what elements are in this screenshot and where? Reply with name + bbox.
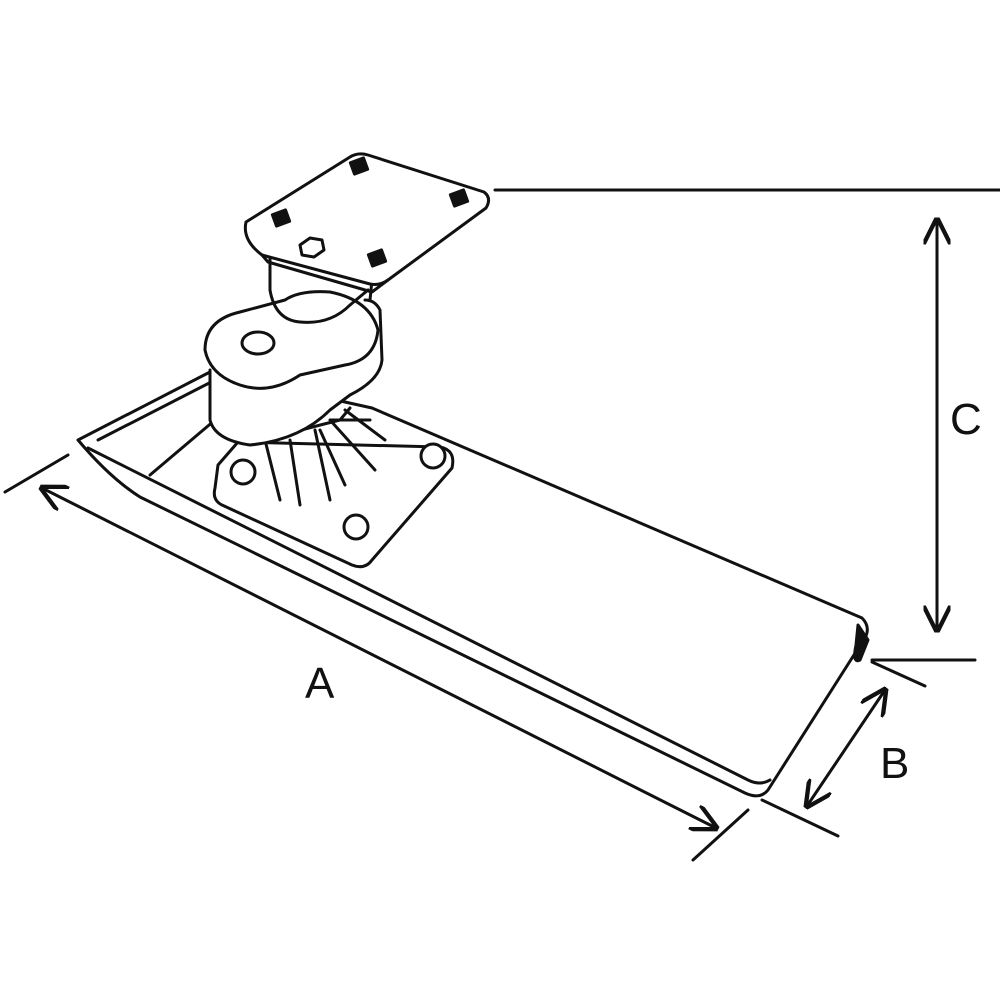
- dimension-label-a: A: [305, 659, 335, 708]
- dimension-label-b: B: [880, 739, 910, 788]
- tray: [76, 370, 870, 798]
- dimension-c: [493, 188, 1000, 630]
- dimension-b: [760, 658, 977, 838]
- dimension-a: [3, 453, 750, 862]
- dimension-label-c: C: [950, 395, 982, 444]
- swivel-body: [203, 253, 384, 447]
- mounting-plate: [243, 152, 491, 294]
